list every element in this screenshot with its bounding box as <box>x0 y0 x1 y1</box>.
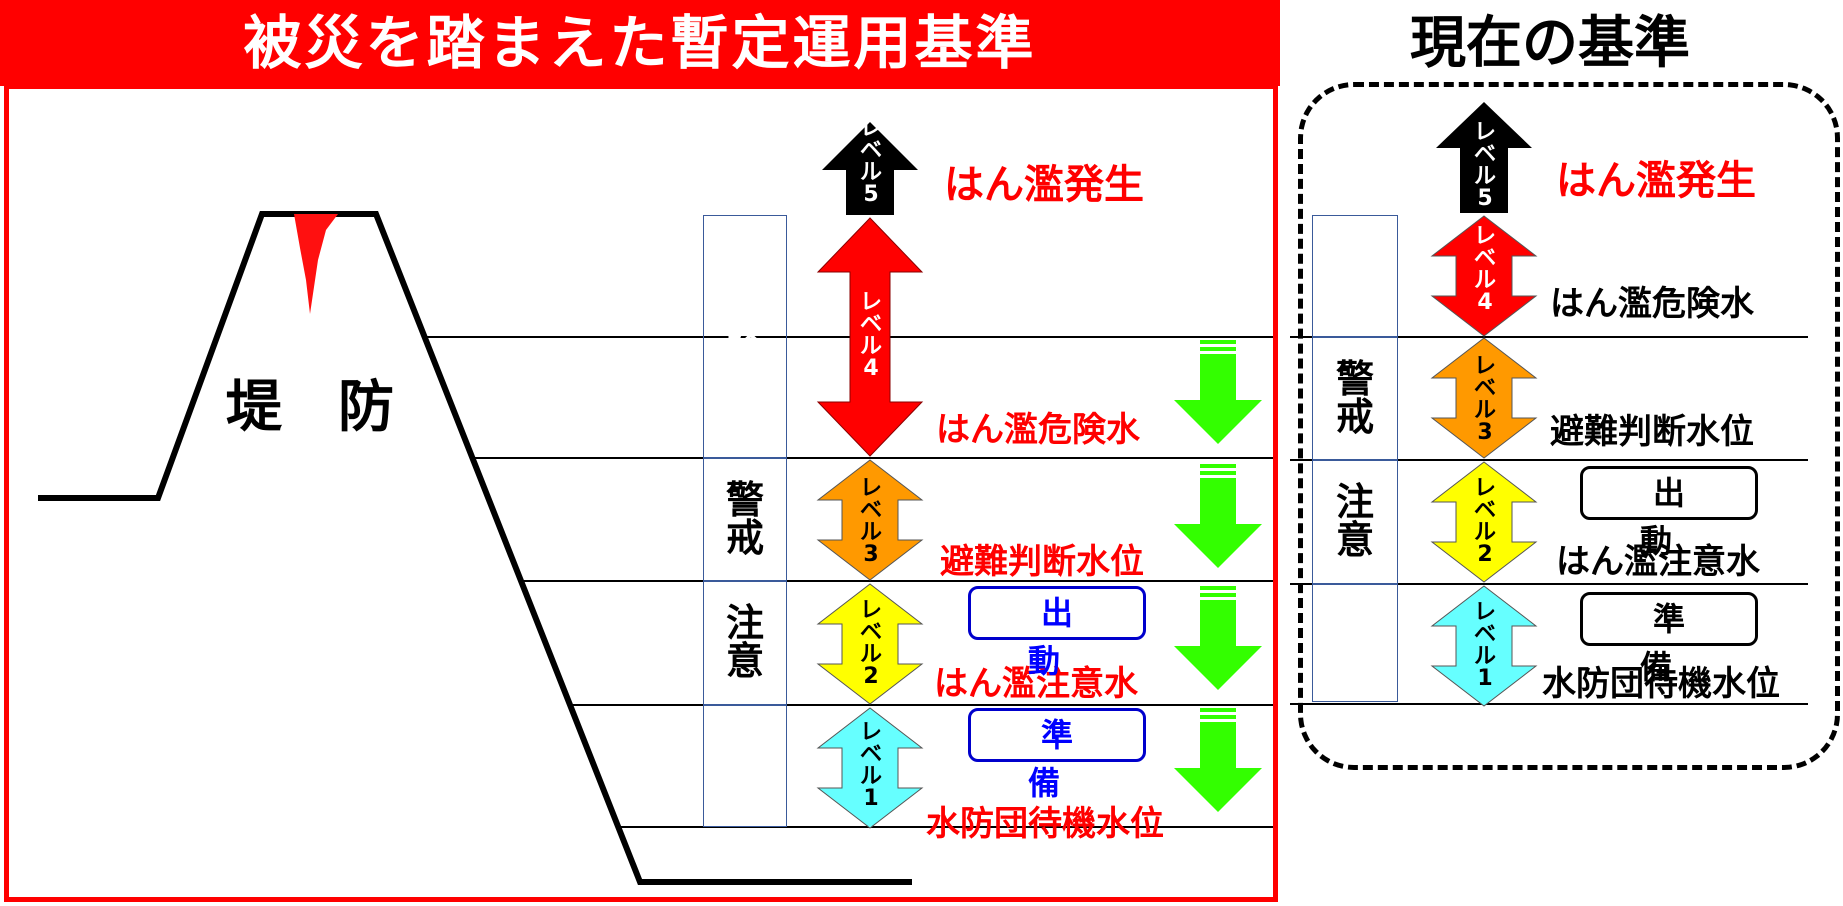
levee-label: 堤 防 <box>226 375 394 440</box>
right-panel-frame <box>1298 82 1840 770</box>
level3-label-left: レベル3 <box>860 476 883 567</box>
current-band-danger: 危険 <box>1312 215 1398 337</box>
green-down-arrow <box>1174 600 1262 690</box>
evacuation-label-left: 避難判断水位 <box>940 542 1144 582</box>
level4-label-left: レベル4 <box>860 290 883 381</box>
green-arrow-stripe <box>1200 593 1236 597</box>
level5-label-left: レベル5 <box>860 116 883 207</box>
green-arrow-stripe <box>1200 708 1236 712</box>
danger-water-label-left: はん濫危険水 <box>936 410 1140 450</box>
level4-arrow-left <box>816 217 924 457</box>
dispatch-pill-left: 出 動 <box>968 586 1146 680</box>
green-arrow-stripe <box>1200 464 1236 468</box>
band-danger-label: 危険 <box>725 293 764 375</box>
level3-arrow-right <box>1430 337 1538 459</box>
standby-water-label-left: 水防団待機水位 <box>926 804 1164 844</box>
level5-arrow-right <box>1436 102 1532 213</box>
prepare-pill-left: 準 備 <box>968 708 1146 802</box>
green-arrow-stripe <box>1200 471 1236 475</box>
band-standby <box>703 705 787 827</box>
caution-water-label-left: はん濫注意水 <box>934 664 1138 704</box>
level4-label-right: レベル4 <box>1474 224 1497 315</box>
current-band-warning-label: 警戒 <box>1335 357 1374 439</box>
danger-water-label-right: はん濫危険水 <box>1550 284 1754 324</box>
levee-crack <box>294 214 338 314</box>
right-panel-title: 現在の基準 <box>1410 11 1690 76</box>
level2-label-left: レベル2 <box>860 598 883 689</box>
prepare-pill-right: 準 備 <box>1580 592 1758 686</box>
band-warning-label: 警戒 <box>725 478 764 560</box>
caution-water-label-right: はん濫注意水 <box>1556 542 1760 582</box>
band-caution: 注意 <box>703 581 787 705</box>
level1-arrow-left <box>816 707 924 829</box>
band-caution-label: 注意 <box>725 601 764 683</box>
green-arrow-stripe <box>1200 715 1236 719</box>
band-warning: 警戒 <box>703 458 787 581</box>
green-arrow-stripe <box>1200 586 1236 590</box>
flood-label-right: はん濫発生 <box>1556 158 1756 204</box>
level1-label-right: レベル1 <box>1474 600 1497 691</box>
level2-label-right: レベル2 <box>1474 476 1497 567</box>
current-band-caution-label: 注意 <box>1335 480 1374 562</box>
left-panel-frame <box>4 84 1278 902</box>
green-down-arrow <box>1174 354 1262 444</box>
current-band-standby <box>1312 584 1398 702</box>
evacuation-label-right: 避難判断水位 <box>1550 412 1754 452</box>
level5-arrow-left <box>822 122 918 215</box>
level3-label-right: レベル3 <box>1474 354 1497 445</box>
level1-label-left: レベル1 <box>860 720 883 811</box>
dispatch-pill-right: 出 動 <box>1580 466 1758 560</box>
current-band-caution: 注意 <box>1312 460 1398 584</box>
level3-arrow-left <box>816 459 924 581</box>
flood-label-left: はん濫発生 <box>944 162 1144 208</box>
level2-arrow-right <box>1430 461 1538 583</box>
current-band-danger-label: 危険 <box>1335 235 1374 317</box>
standby-water-label-right: 水防団待機水位 <box>1542 664 1780 704</box>
level4-arrow-right <box>1430 215 1538 337</box>
band-danger: 危険 <box>703 215 787 458</box>
current-band-warning: 警戒 <box>1312 337 1398 460</box>
level5-label-right: レベル5 <box>1474 120 1497 211</box>
left-panel-title: 被災を踏まえた暫定運用基準 <box>243 9 1037 77</box>
left-title-bar <box>0 0 1280 86</box>
green-arrow-stripe <box>1200 347 1236 351</box>
green-down-arrow <box>1174 478 1262 568</box>
level2-arrow-left <box>816 583 924 705</box>
level1-arrow-right <box>1430 585 1538 707</box>
green-down-arrow <box>1174 722 1262 812</box>
green-arrow-stripe <box>1200 340 1236 344</box>
